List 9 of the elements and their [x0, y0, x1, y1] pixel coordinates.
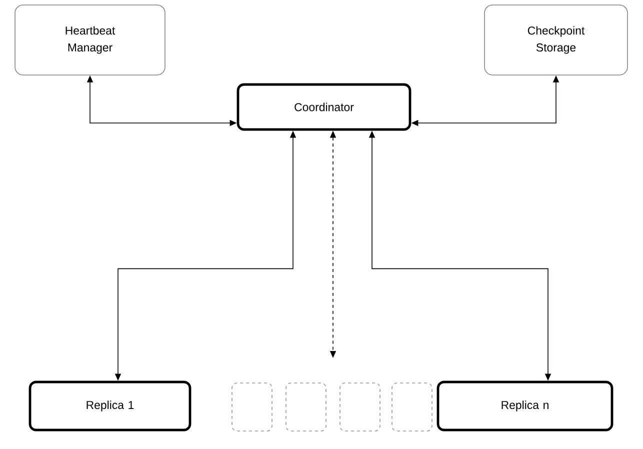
service-box: Heartbeat Manager	[14, 4, 166, 76]
placeholder-box	[392, 382, 432, 432]
process-box: Replica 1	[28, 380, 192, 432]
placeholder-box	[340, 382, 380, 432]
service-box: Checkpoint Storage	[484, 4, 628, 76]
placeholder-box	[286, 382, 326, 432]
placeholder-box	[232, 382, 272, 432]
process-box: Coordinator	[236, 83, 412, 131]
process-box: Replica n	[436, 380, 614, 432]
